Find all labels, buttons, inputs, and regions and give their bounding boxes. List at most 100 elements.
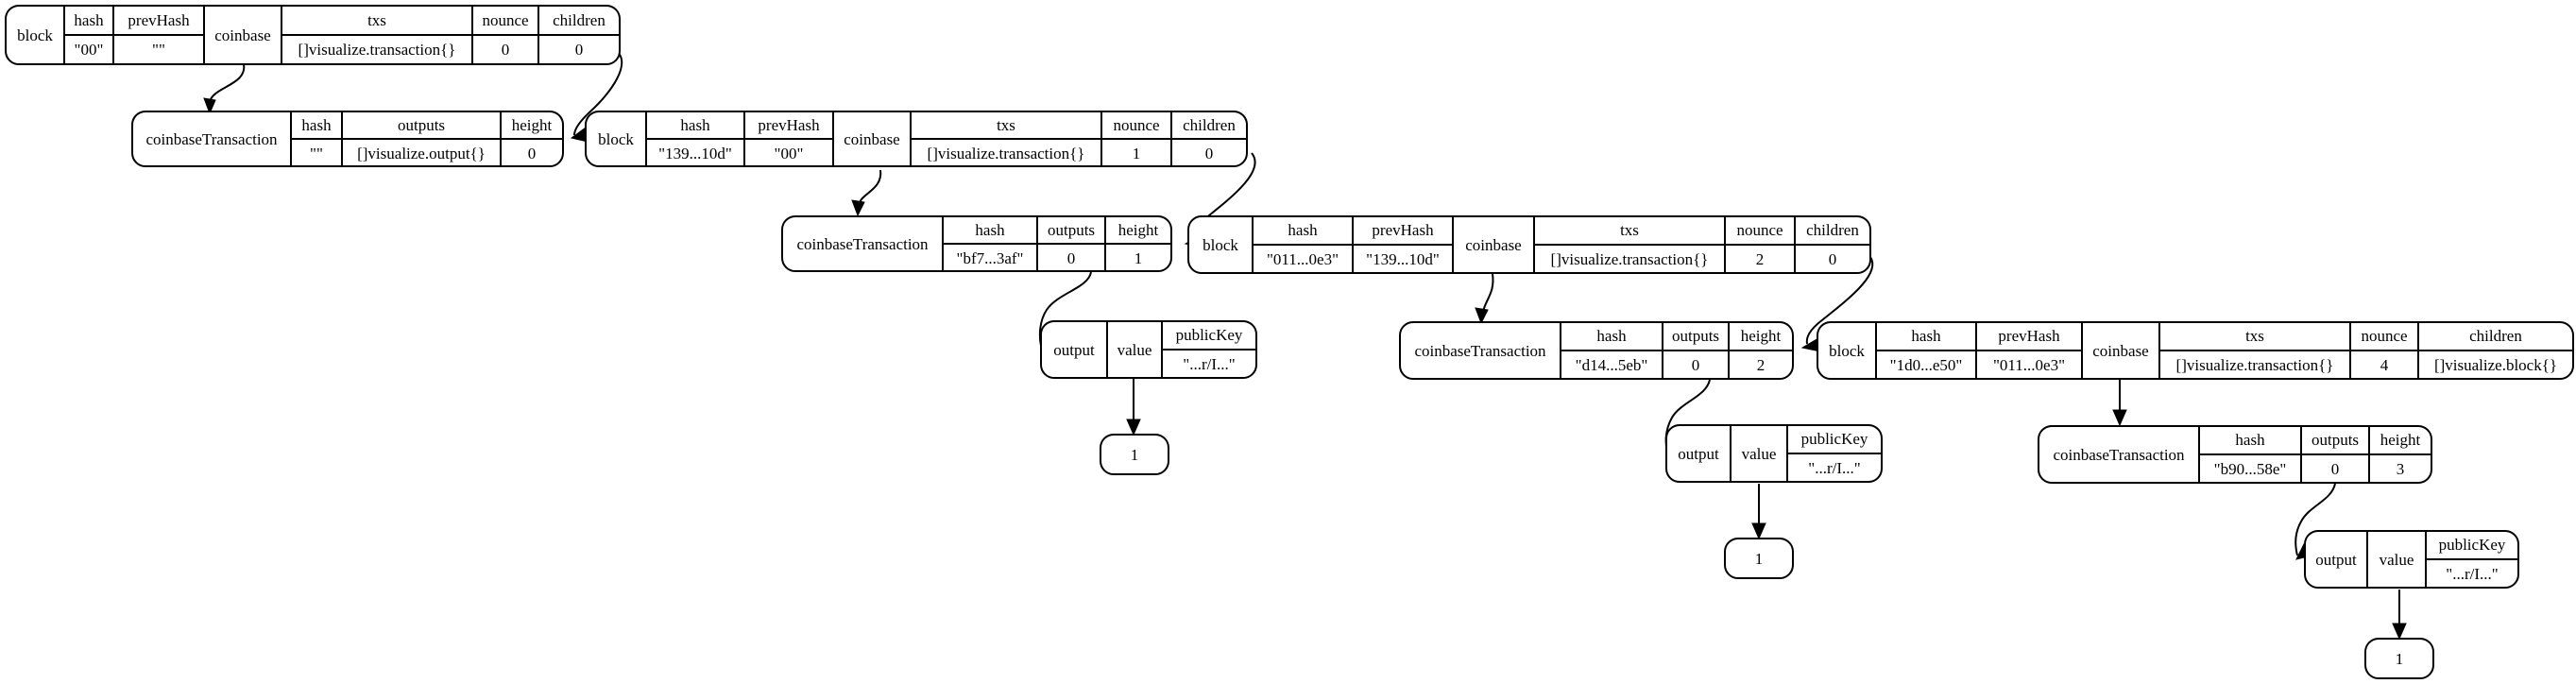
header-nounce: nounce [1736, 221, 1783, 239]
arrowhead [203, 97, 216, 115]
arrowhead [851, 199, 865, 217]
value-publickey: "...r/I..." [1808, 459, 1860, 477]
value-height: 2 [1757, 356, 1766, 374]
value-nounce: 1 [1133, 145, 1141, 162]
block-node-1: block hash prevHash coinbase txs nounce … [585, 111, 1248, 167]
header-publickey: publicKey [1176, 326, 1243, 344]
header-children: children [2469, 327, 2522, 345]
output-label: output [1053, 341, 1095, 359]
value-hash: "b90...58e" [2214, 460, 2287, 478]
arrowhead [2392, 623, 2407, 641]
coinbase-transaction-label: coinbaseTransaction [796, 235, 929, 253]
coinbase-transaction-node-2: coinbaseTransaction hash outputs height … [1399, 321, 1794, 380]
output-node-3: output value publicKey "...r/I..." [2304, 530, 2519, 589]
value-txs: []visualize.transaction{} [299, 41, 456, 59]
header-prevhash: prevHash [1372, 221, 1434, 239]
header-hash: hash [975, 221, 1005, 239]
header-hash: hash [301, 116, 332, 134]
header-hash: hash [74, 11, 104, 29]
block-node-3: block hash prevHash coinbase txs nounce … [1817, 321, 2574, 380]
value-node-3: 1 [2364, 638, 2434, 679]
value-txs: []visualize.transaction{} [928, 145, 1085, 162]
value-outputs: 0 [1067, 249, 1076, 267]
value-prevhash: "00" [775, 145, 804, 162]
header-hash: hash [2235, 431, 2265, 449]
edge-block1-coinbase1 [859, 169, 882, 204]
header-outputs: outputs [2312, 431, 2359, 449]
value-label: value [2380, 551, 2414, 569]
value-nounce: 0 [502, 41, 510, 59]
output-label: output [2315, 551, 2357, 569]
value-prevhash: "011...0e3" [1993, 356, 2065, 374]
value-children: 0 [1205, 145, 1214, 162]
value-hash: "139...10d" [658, 145, 732, 162]
edge-block0-block1 [573, 48, 623, 136]
header-publickey: publicKey [2439, 536, 2506, 554]
block-label: block [1203, 236, 1238, 254]
header-txs: txs [2245, 327, 2264, 345]
value-publickey: "...r/I..." [2446, 565, 2498, 583]
value-height: 3 [2397, 460, 2405, 478]
coinbase-transaction-node-3: coinbaseTransaction hash outputs height … [2038, 425, 2432, 484]
value-label: value [1117, 341, 1152, 359]
value-nounce: 2 [1756, 250, 1765, 268]
value-hash: "011...0e3" [1267, 250, 1339, 268]
edge-coinbase1-output1 [1038, 271, 1092, 347]
coinbase-label: coinbase [214, 26, 270, 44]
value-children: []visualize.block{} [2434, 356, 2557, 374]
value-children: 0 [1829, 250, 1837, 268]
value-hash: "1d0...e50" [1890, 356, 1963, 374]
output-node-2: output value publicKey "...r/I..." [1665, 424, 1883, 483]
value-node-label: 1 [1131, 446, 1139, 464]
edge-block2-block3 [1805, 256, 1874, 345]
value-node-label: 1 [2396, 650, 2404, 668]
coinbase-transaction-label: coinbaseTransaction [145, 130, 278, 148]
edge-coinbase3-output3 [2295, 483, 2336, 556]
block-label: block [17, 26, 53, 44]
coinbase-label: coinbase [1465, 236, 1521, 254]
header-children: children [1806, 221, 1859, 239]
value-hash: "" [310, 145, 323, 162]
coinbase-transaction-label: coinbaseTransaction [2053, 446, 2185, 464]
header-publickey: publicKey [1801, 430, 1868, 448]
block-node-0: block hash prevHash coinbase txs nounce … [5, 5, 621, 65]
value-node-1: 1 [1100, 434, 1169, 475]
header-nounce: nounce [2361, 327, 2407, 345]
output-node-1: output value publicKey "...r/I..." [1040, 320, 1257, 379]
coinbase-transaction-node-1: coinbaseTransaction hash outputs height … [781, 215, 1172, 272]
header-children: children [1183, 116, 1236, 134]
value-outputs: 0 [2331, 460, 2340, 478]
header-txs: txs [367, 11, 386, 29]
header-height: height [2380, 431, 2421, 449]
block-node-2: block hash prevHash coinbase txs nounce … [1187, 215, 1871, 274]
value-publickey: "...r/I..." [1183, 355, 1235, 373]
block-label: block [1829, 342, 1865, 360]
value-outputs: 0 [1692, 356, 1700, 374]
value-label: value [1742, 445, 1777, 463]
value-hash: "bf7...3af" [957, 249, 1024, 267]
header-outputs: outputs [398, 116, 445, 134]
header-outputs: outputs [1672, 327, 1719, 345]
value-prevhash: "" [152, 41, 165, 59]
arrowhead [1126, 419, 1141, 436]
header-hash: hash [680, 116, 710, 134]
coinbase-label: coinbase [844, 130, 899, 148]
value-txs: []visualize.transaction{} [2176, 356, 2334, 374]
value-txs: []visualize.transaction{} [1551, 250, 1709, 268]
coinbase-transaction-label: coinbaseTransaction [1414, 342, 1546, 360]
value-height: 1 [1134, 249, 1143, 267]
header-height: height [1741, 327, 1782, 345]
value-height: 0 [528, 145, 537, 162]
value-children: 0 [575, 41, 584, 59]
header-nounce: nounce [482, 11, 528, 29]
coinbase-label: coinbase [2092, 342, 2148, 360]
header-height: height [1118, 221, 1159, 239]
value-hash: "00" [75, 41, 104, 59]
value-nounce: 4 [2380, 356, 2389, 374]
header-prevhash: prevHash [1998, 327, 2060, 345]
header-txs: txs [997, 116, 1015, 134]
header-txs: txs [1620, 221, 1639, 239]
block-label: block [598, 130, 634, 148]
edge-block2-coinbase2 [1482, 273, 1494, 313]
